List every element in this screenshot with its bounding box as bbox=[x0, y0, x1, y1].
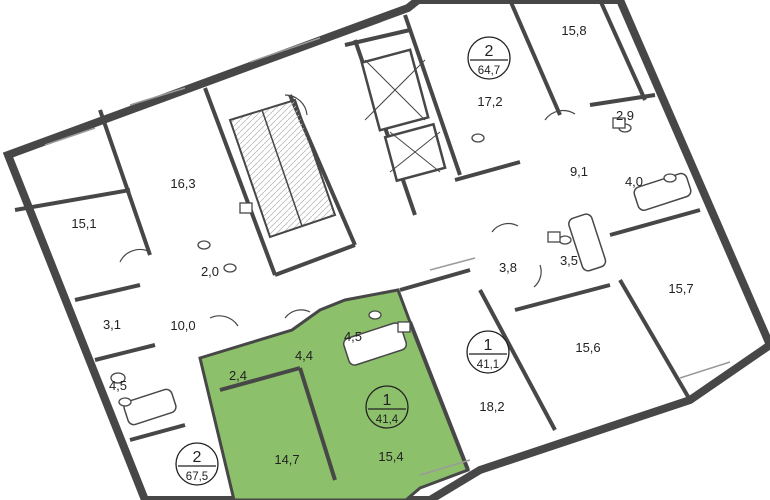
apartment-rooms: 1 bbox=[484, 337, 493, 354]
room-15-6: 15,6 bbox=[575, 340, 600, 355]
elevator-icon bbox=[360, 48, 447, 183]
room-2-9: 2,9 bbox=[616, 108, 634, 123]
room-15-4: 15,4 bbox=[378, 449, 403, 464]
apartment-area: 41,4 bbox=[376, 414, 399, 426]
room-9-1: 9,1 bbox=[570, 164, 588, 179]
room-3-5: 3,5 bbox=[560, 253, 578, 268]
apartment-badge-bottom-left[interactable]: 2 67,5 bbox=[175, 442, 219, 486]
apartment-rooms: 2 bbox=[193, 449, 202, 466]
apartment-area: 41,1 bbox=[477, 359, 499, 371]
room-4-5-selected: 4,5 bbox=[344, 329, 362, 344]
room-10-0: 10,0 bbox=[170, 318, 195, 333]
room-4-5-left: 4,5 bbox=[109, 378, 127, 393]
apartment-badge-top[interactable]: 2 64,7 bbox=[467, 36, 511, 80]
apartment-area: 67,5 bbox=[186, 471, 208, 483]
room-14-7: 14,7 bbox=[274, 452, 299, 467]
apartment-badge-selected[interactable]: 1 41,4 bbox=[365, 385, 409, 429]
windows bbox=[44, 37, 731, 476]
room-2-4: 2,4 bbox=[229, 368, 247, 383]
room-4-4: 4,4 bbox=[295, 348, 313, 363]
room-17-2: 17,2 bbox=[477, 94, 502, 109]
sink-icon bbox=[239, 117, 626, 333]
apartment-rooms: 2 bbox=[485, 43, 494, 60]
room-15-7: 15,7 bbox=[668, 281, 693, 296]
apartment-rooms: 1 bbox=[383, 392, 392, 409]
room-16-3: 16,3 bbox=[170, 176, 195, 191]
room-3-8: 3,8 bbox=[499, 260, 517, 275]
stairs-icon bbox=[228, 98, 337, 239]
doors bbox=[119, 94, 576, 327]
apartment-badge-right[interactable]: 1 41,1 bbox=[466, 330, 510, 374]
room-labels: 15,8 17,2 2,9 9,1 4,0 16,3 15,1 2,0 3,8 … bbox=[71, 23, 693, 467]
toilet-icon bbox=[110, 123, 677, 407]
room-15-8: 15,8 bbox=[561, 23, 586, 38]
room-4-0: 4,0 bbox=[625, 174, 643, 189]
room-15-1: 15,1 bbox=[71, 216, 96, 231]
room-2-0: 2,0 bbox=[201, 264, 219, 279]
room-18-2: 18,2 bbox=[479, 399, 504, 414]
apartment-area: 64,7 bbox=[478, 65, 500, 77]
bathtub-icon bbox=[123, 172, 692, 426]
room-3-1: 3,1 bbox=[103, 317, 121, 332]
